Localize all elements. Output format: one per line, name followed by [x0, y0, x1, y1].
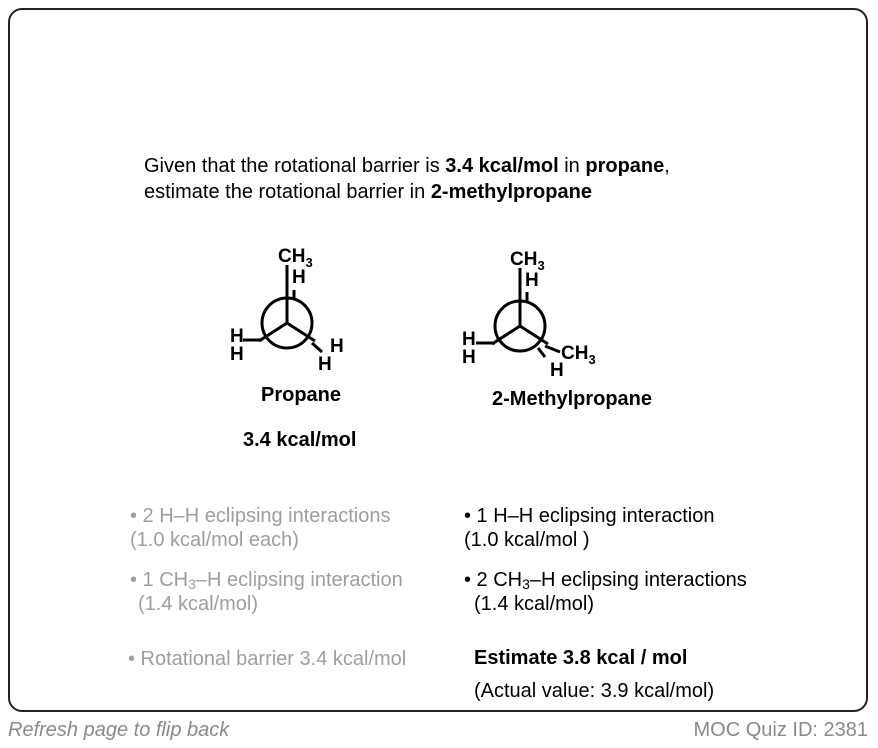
- left-note-hh: • 2 H–H eclipsing interactions (1.0 kcal…: [130, 504, 390, 552]
- propane-label-ch3: CH3: [278, 246, 313, 270]
- propane-label-left-h1: H: [230, 326, 244, 347]
- methylpropane-back-bond-right: [544, 344, 561, 354]
- left-note-ch3h: • 1 CH3–H eclipsing interaction (1.4 kca…: [130, 568, 403, 616]
- question-line-2: estimate the rotational barrier in 2-met…: [144, 179, 670, 205]
- propane-label-right-h2: H: [318, 354, 332, 375]
- question-line-2-pre: estimate the rotational barrier in: [144, 181, 431, 203]
- right-note-ch3h-post: –H eclipsing interactions: [529, 569, 747, 591]
- right-note-ch3h-sub: 3: [522, 576, 530, 592]
- right-note-estimate: Estimate 3.8 kcal / mol: [474, 647, 688, 669]
- methylpropane-label-front-h: H: [525, 270, 539, 291]
- methylpropane-newman-projection: CH3 H H H CH3 H: [462, 249, 596, 381]
- propane-label-left-h2: H: [230, 344, 244, 365]
- right-note-ch3h-line2: (1.4 kcal/mol): [474, 593, 595, 615]
- left-note-ch3h-pre: • 1 CH: [130, 569, 189, 591]
- right-note-hh: • 1 H–H eclipsing interaction (1.0 kcal/…: [464, 504, 714, 552]
- question-propane: propane: [585, 155, 665, 177]
- question-barrier-value: 3.4 kcal/mol: [445, 155, 559, 177]
- left-note-barrier: • Rotational barrier 3.4 kcal/mol: [128, 648, 407, 670]
- question-methylpropane: 2-methylpropane: [430, 181, 592, 203]
- refresh-hint: Refresh page to flip back: [8, 719, 230, 741]
- methylpropane-label-ch3-top: CH3: [510, 249, 545, 273]
- methylpropane-bond-bottom-h: [536, 347, 547, 358]
- newman-projections-diagram: CH3 H H H H H CH3 H H H CH3 H: [230, 246, 596, 381]
- propane-label-right-h1: H: [330, 336, 344, 357]
- question-line-1: Given that the rotational barrier is 3.4…: [144, 153, 670, 179]
- methylpropane-label-bottom-h: H: [550, 360, 564, 381]
- methylpropane-name: 2-Methylpropane: [492, 388, 653, 410]
- methylpropane-label-left-h1: H: [462, 329, 476, 350]
- question-line-1-post: ,: [664, 155, 670, 177]
- right-note-hh-line1: • 1 H–H eclipsing interaction: [464, 505, 715, 527]
- methylpropane-bond-left: [491, 324, 521, 346]
- left-note-hh-line1: • 2 H–H eclipsing interactions: [130, 505, 391, 527]
- question-line-1-mid: in: [558, 155, 586, 177]
- propane-energy: 3.4 kcal/mol: [243, 429, 357, 451]
- right-note-actual: (Actual value: 3.9 kcal/mol): [474, 680, 715, 702]
- propane-bond-left: [258, 321, 288, 343]
- right-note-ch3h-pre: • 2 CH: [464, 569, 523, 591]
- left-note-hh-line2: (1.0 kcal/mol each): [130, 529, 299, 551]
- left-note-ch3h-sub: 3: [188, 576, 196, 592]
- methylpropane-label-left-h2: H: [462, 347, 476, 368]
- question-text: Given that the rotational barrier is 3.4…: [144, 153, 670, 205]
- right-note-ch3h: • 2 CH3–H eclipsing interactions (1.4 kc…: [464, 568, 747, 616]
- right-note-ch3h-line1: • 2 CH3–H eclipsing interactions: [464, 568, 747, 592]
- left-note-ch3h-post: –H eclipsing interaction: [195, 569, 403, 591]
- propane-name: Propane: [261, 384, 342, 406]
- methylpropane-label-ch3-right: CH3: [561, 343, 596, 367]
- propane-newman-projection: CH3 H H H H H: [230, 246, 344, 375]
- methylpropane-bond-right: [519, 324, 549, 346]
- right-note-hh-line2: (1.0 kcal/mol ): [464, 529, 590, 551]
- question-line-1-pre: Given that the rotational barrier is: [144, 155, 446, 177]
- quiz-card: [8, 8, 868, 712]
- propane-label-front-h: H: [292, 267, 306, 288]
- left-note-ch3h-line2: (1.4 kcal/mol): [138, 593, 259, 615]
- propane-back-bond-right: [310, 341, 324, 354]
- propane-bond-right: [286, 321, 316, 343]
- quiz-id: MOC Quiz ID: 2381: [693, 719, 868, 741]
- left-note-ch3h-line1: • 1 CH3–H eclipsing interaction: [130, 568, 403, 592]
